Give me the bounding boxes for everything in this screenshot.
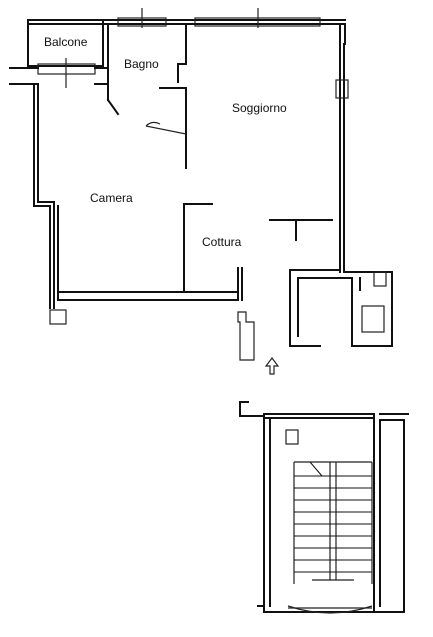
room-label-soggiorno: Soggiorno xyxy=(232,101,287,115)
room-label-bagno: Bagno xyxy=(124,57,159,71)
room-label-cottura: Cottura xyxy=(202,235,242,249)
up-arrow-icon xyxy=(264,357,280,375)
apartment-walls xyxy=(9,8,393,361)
room-label-balcone: Balcone xyxy=(44,35,88,49)
room-label-camera: Camera xyxy=(90,191,133,205)
stairwell xyxy=(239,401,409,614)
